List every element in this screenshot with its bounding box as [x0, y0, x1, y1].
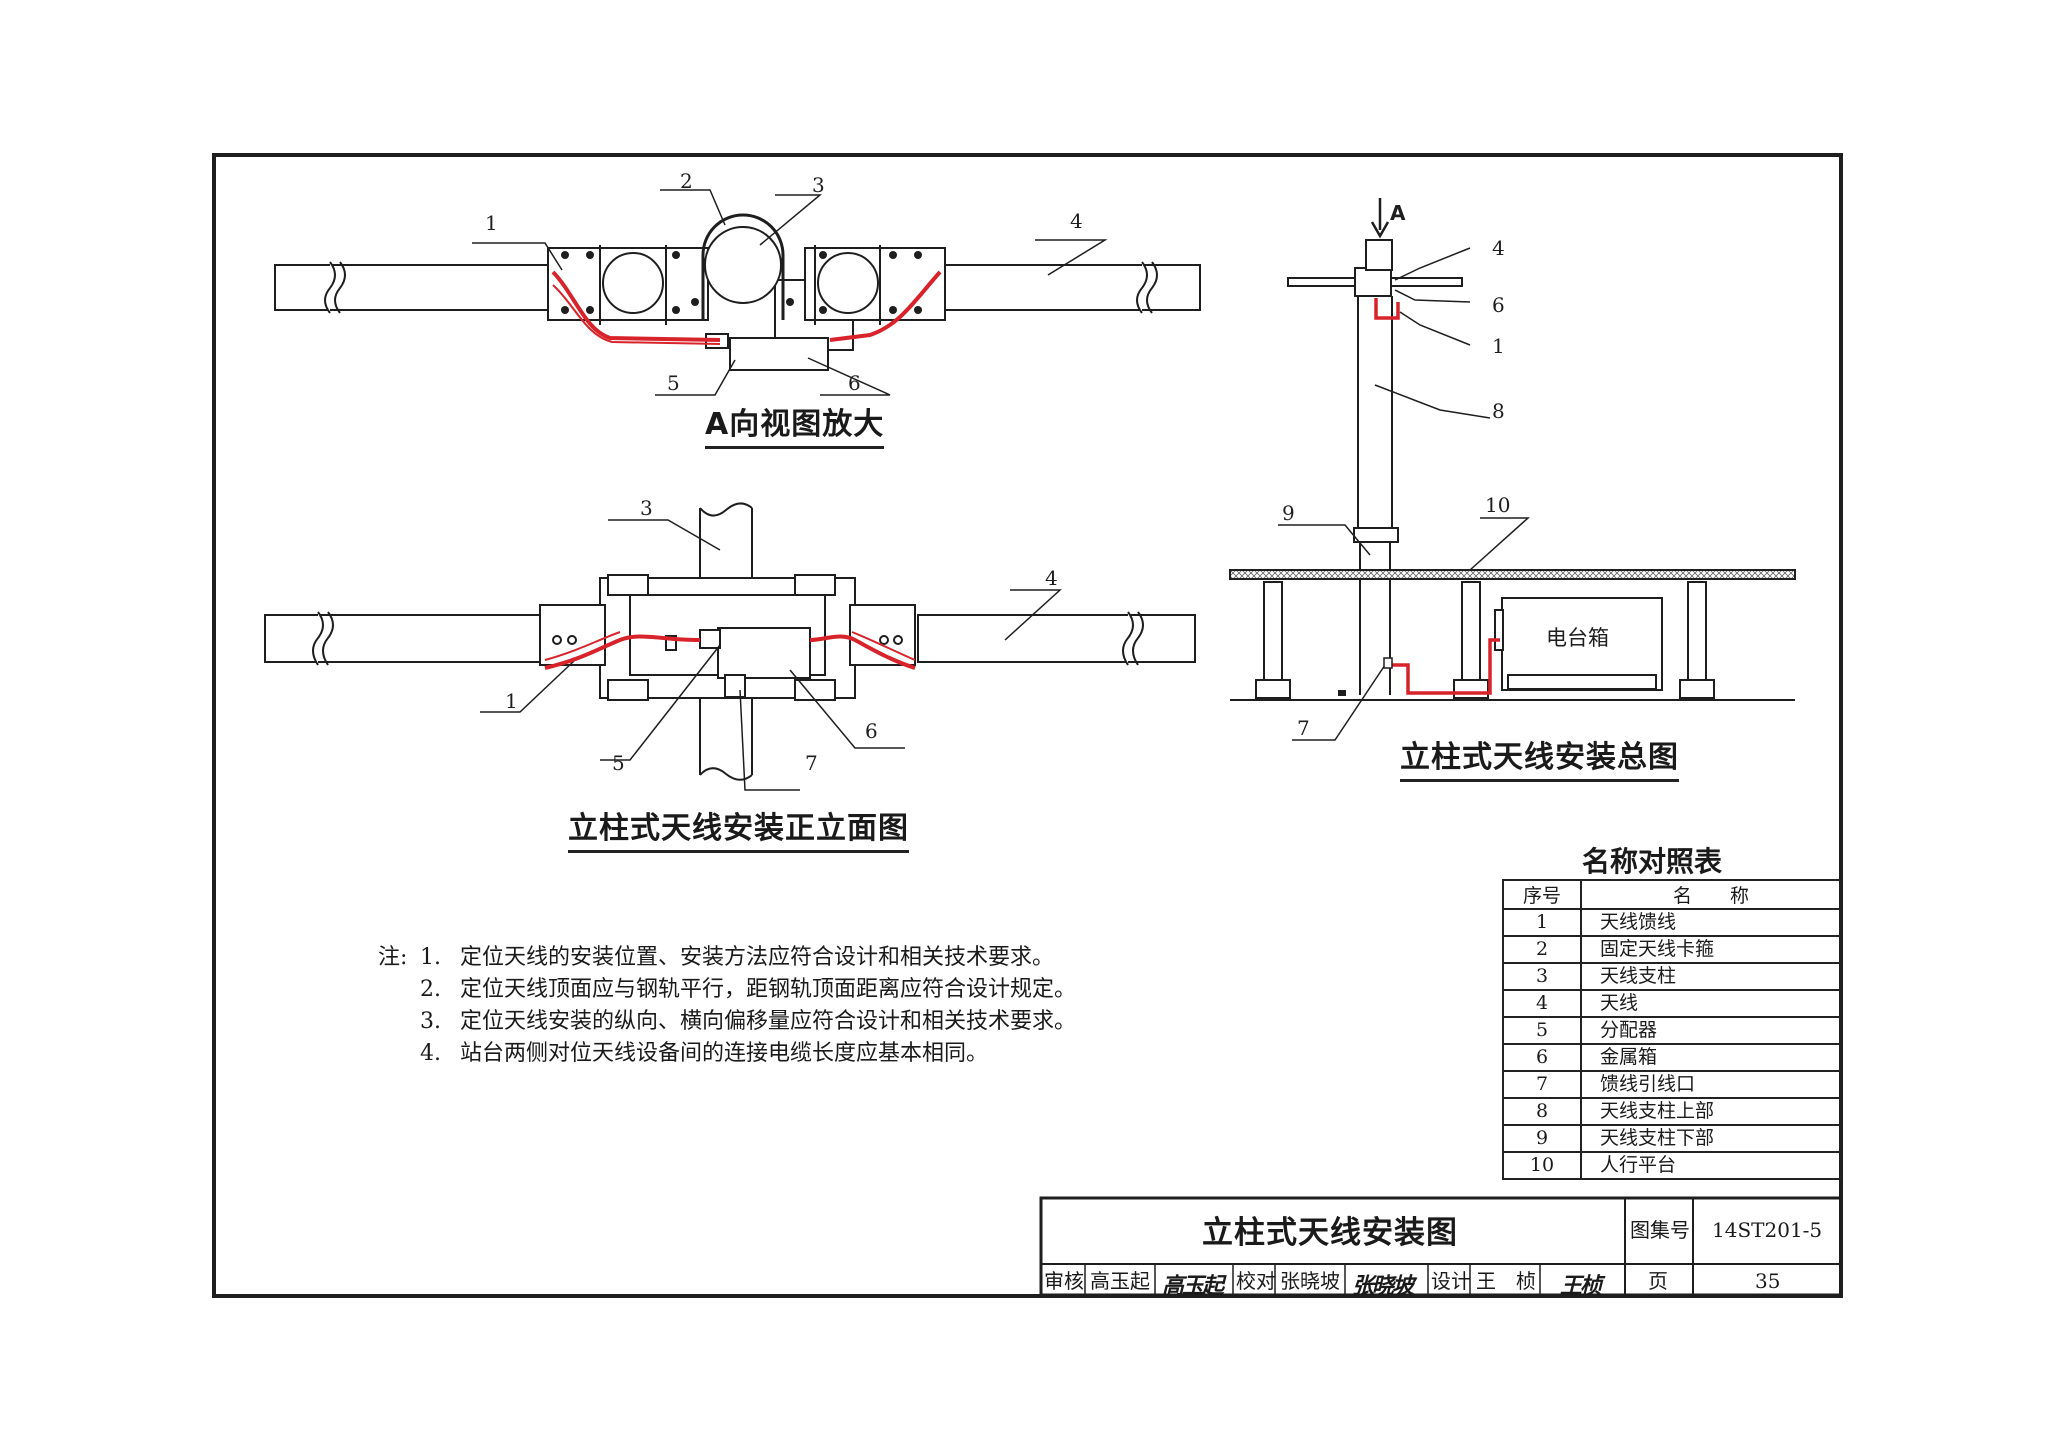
direction-label-a: A: [1390, 201, 1406, 225]
cable-entry-general: [1338, 657, 1393, 696]
callout-g-4: 4: [1492, 236, 1505, 260]
callout-g-10: 10: [1485, 493, 1510, 517]
reviewer-name: 高玉起: [1090, 1269, 1150, 1293]
notes-block: 注: 1. 定位天线的安装位置、安装方法应符合设计和相关技术要求。 2. 定位天线顶面…: [378, 942, 1076, 1070]
note-num: 2.: [420, 977, 441, 1002]
legend-name: 天线支柱下部: [1580, 1124, 1842, 1153]
callout-a-6: 6: [848, 371, 861, 395]
note-num: 3.: [420, 1009, 441, 1034]
front-elevation-drawing: [264, 502, 1196, 791]
legend-name: 天线: [1580, 989, 1842, 1018]
reviewer-signature: 高玉起: [1162, 1273, 1224, 1299]
callout-g-1: 1: [1492, 334, 1505, 358]
legend-no: 1: [1502, 908, 1582, 937]
note-num: 4.: [420, 1041, 441, 1066]
atlas-number: 14ST201-5: [1712, 1218, 1823, 1242]
feeder-cable-general: [1374, 298, 1500, 695]
legend-name: 天线支柱: [1580, 962, 1842, 991]
legend-name: 天线馈线: [1580, 908, 1842, 937]
checker-signature: 张晓坡: [1352, 1273, 1414, 1299]
note-text: 定位天线安装的纵向、横向偏移量应符合设计和相关技术要求。: [460, 1009, 1077, 1034]
atlas-label: 图集号: [1630, 1218, 1690, 1242]
enlarged-a-view-drawing: [274, 189, 1201, 396]
callout-f-5: 5: [612, 751, 625, 775]
callout-a-3: 3: [812, 173, 825, 197]
legend-no: 10: [1502, 1151, 1582, 1180]
legend-no: 8: [1502, 1097, 1582, 1126]
feeder-cable-front-view: [544, 631, 916, 670]
callout-a-1: 1: [485, 211, 498, 235]
legend-name: 金属箱: [1580, 1043, 1842, 1072]
note-text: 定位天线的安装位置、安装方法应符合设计和相关技术要求。: [460, 945, 1055, 970]
callout-a-4: 4: [1070, 209, 1083, 233]
note-text: 站台两侧对位天线设备间的连接电缆长度应基本相同。: [460, 1041, 989, 1066]
page-number: 35: [1755, 1269, 1781, 1293]
callout-g-6: 6: [1492, 293, 1505, 317]
callout-f-3: 3: [640, 496, 653, 520]
legend-name: 人行平台: [1580, 1151, 1842, 1180]
legend-no: 7: [1502, 1070, 1582, 1099]
checker-name: 张晓坡: [1280, 1269, 1340, 1293]
legend-name: 天线支柱上部: [1580, 1097, 1842, 1126]
legend-no: 9: [1502, 1124, 1582, 1153]
callout-g-9: 9: [1282, 501, 1295, 525]
review-label: 审核: [1044, 1269, 1084, 1293]
legend-no: 6: [1502, 1043, 1582, 1072]
callout-f-4: 4: [1045, 566, 1058, 590]
legend-no: 2: [1502, 935, 1582, 964]
design-label: 设计: [1431, 1269, 1471, 1293]
legend-name: 馈线引线口: [1580, 1070, 1842, 1099]
callout-f-7: 7: [805, 751, 818, 775]
designer-name: 王 桢: [1476, 1269, 1536, 1293]
legend-table-title: 名称对照表: [1582, 845, 1723, 878]
notes-label: 注:: [378, 945, 408, 970]
general-installation-drawing: [1229, 198, 1796, 741]
legend-header-name: 名 称: [1580, 879, 1842, 910]
legend-name: 分配器: [1580, 1016, 1842, 1045]
note-num: 1.: [420, 945, 441, 970]
title-block-frame: [1039, 1196, 1843, 1297]
callout-f-6: 6: [865, 719, 878, 743]
front-elevation-title: 立柱式天线安装正立面图: [568, 814, 909, 853]
callout-g-7: 7: [1297, 716, 1310, 740]
enlarged-a-view-title: A向视图放大: [705, 410, 885, 449]
page-label: 页: [1648, 1269, 1668, 1293]
note-text: 定位天线顶面应与钢轨平行，距钢轨顶面距离应符合设计规定。: [460, 977, 1077, 1002]
legend-no: 3: [1502, 962, 1582, 991]
check-label: 校对: [1236, 1269, 1276, 1293]
legend-name: 固定天线卡箍: [1580, 935, 1842, 964]
feeder-cable-a-view: [551, 270, 942, 345]
designer-signature: 王桢: [1560, 1273, 1602, 1299]
callout-f-1: 1: [505, 689, 518, 713]
callout-a-5: 5: [667, 371, 680, 395]
general-installation-title: 立柱式天线安装总图: [1400, 743, 1679, 782]
legend-no: 4: [1502, 989, 1582, 1018]
callout-a-2: 2: [680, 169, 693, 193]
callout-g-8: 8: [1492, 399, 1505, 423]
legend-no: 5: [1502, 1016, 1582, 1045]
legend-header-row: 序号 名 称: [1502, 879, 1842, 910]
sheet-border: [212, 153, 1843, 1298]
drawing-title: 立柱式天线安装图: [1202, 1214, 1458, 1251]
cabinet-label: 电台箱: [1546, 626, 1609, 650]
legend-header-no: 序号: [1502, 879, 1582, 910]
